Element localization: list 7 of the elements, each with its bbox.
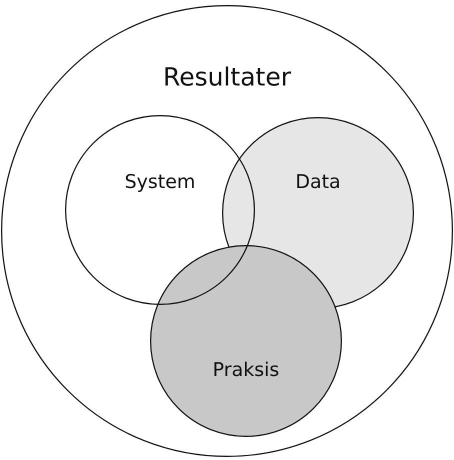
circle-label: Resultater	[162, 62, 292, 92]
circle-label: Praksis	[212, 359, 280, 381]
circle-shape	[1, 5, 453, 457]
circle-label: System	[124, 171, 196, 193]
circle-label: Data	[295, 171, 341, 193]
circle-shape	[150, 245, 342, 437]
circle-shape	[65, 115, 255, 305]
